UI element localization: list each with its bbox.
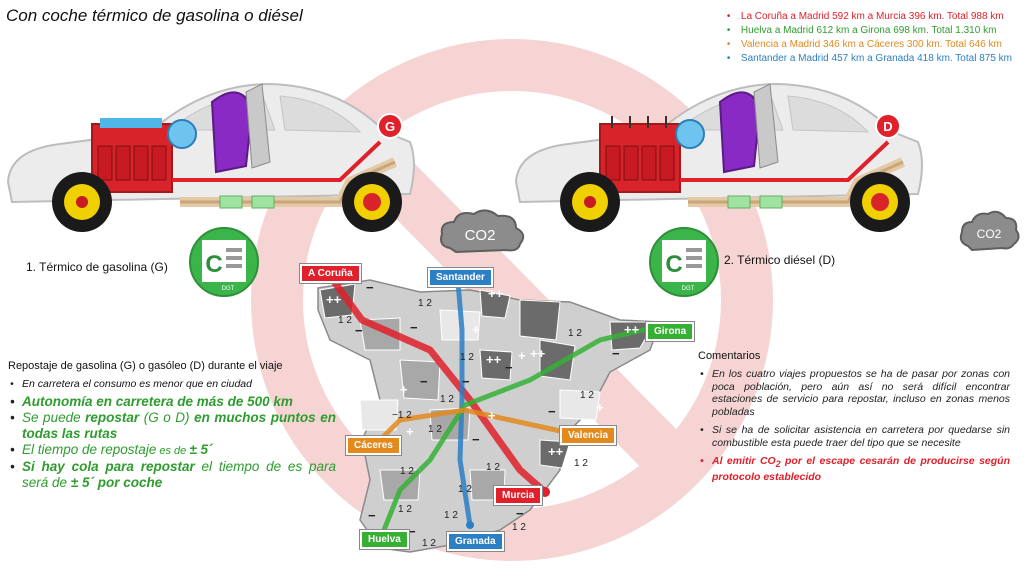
co2-text-diesel: CO2: [977, 227, 1002, 241]
car-diesel-badge: D: [883, 119, 892, 134]
svg-text:−: −: [410, 320, 418, 335]
svg-text:DGT: DGT: [222, 286, 235, 292]
svg-text:+: +: [472, 322, 480, 337]
city-label-granada: Granada: [447, 532, 504, 551]
svg-text:−: −: [472, 432, 480, 447]
svg-text:−: −: [368, 508, 376, 523]
svg-text:++: ++: [486, 352, 502, 367]
route-item-santander: Santander a Madrid 457 km a Granada 418 …: [727, 52, 1012, 66]
comments-heading: Comentarios: [698, 350, 761, 362]
svg-text:C: C: [205, 251, 222, 278]
svg-text:−: −: [516, 506, 524, 521]
svg-text:++: ++: [326, 292, 342, 307]
svg-text:−: −: [505, 360, 513, 375]
svg-text:++: ++: [488, 286, 504, 301]
route-item-coruna: La Coruña a Madrid 592 km a Murcia 396 k…: [727, 10, 1012, 24]
comment-item-stations: En los cuatro viajes propuestos se ha de…: [698, 368, 1010, 418]
svg-text:−: −: [355, 323, 363, 338]
svg-text:−: −: [548, 404, 556, 419]
svg-text:++: ++: [548, 444, 564, 459]
car-diesel-label: 2. Térmico diésel (D): [724, 253, 836, 267]
left-item-autonomy: Autonomía en carretera de más de 500 km: [8, 394, 336, 410]
left-panel-heading: Repostaje de gasolina (G) o gasóleo (D) …: [8, 360, 283, 372]
comments-panel: Comentarios En los cuatro viajes propues…: [698, 350, 1010, 489]
svg-text:1 2: 1 2: [440, 394, 454, 405]
svg-text:C: C: [665, 251, 682, 278]
left-item-queue: Si hay cola para repostar el tiempo de e…: [8, 459, 336, 491]
page-title: Con coche térmico de gasolina o diésel: [6, 6, 303, 25]
svg-text:1 2: 1 2: [458, 484, 472, 495]
city-label-girona: Girona: [646, 322, 695, 341]
left-panel: Repostaje de gasolina (G) o gasóleo (D) …: [8, 360, 336, 491]
dgt-label-diesel: C DGT: [649, 227, 719, 297]
svg-text:1 2: 1 2: [398, 504, 412, 515]
svg-text:1 2: 1 2: [444, 510, 458, 521]
svg-text:−1 2: −1 2: [392, 410, 412, 421]
city-label-caceres: Cáceres: [346, 436, 401, 455]
left-item-refuel-time: El tiempo de repostaje es de ± 5´: [8, 442, 336, 459]
comment-item-co2: Al emitir CO2 por el escape cesarán de p…: [698, 455, 1010, 483]
svg-text:1 2: 1 2: [400, 466, 414, 477]
city-label-murcia: Murcia: [494, 486, 543, 505]
svg-text:1 2: 1 2: [418, 298, 432, 309]
svg-text:1 2: 1 2: [580, 390, 594, 401]
svg-text:1 2: 1 2: [428, 424, 442, 435]
svg-text:1 2: 1 2: [512, 522, 526, 533]
city-label-valencia: Valencia: [560, 426, 617, 445]
svg-text:1 2: 1 2: [338, 315, 352, 326]
car-gasoline-label: 1. Térmico de gasolina (G): [26, 260, 168, 274]
svg-text:1 2: 1 2: [568, 328, 582, 339]
svg-text:1 2: 1 2: [486, 462, 500, 473]
svg-text:+: +: [518, 348, 526, 363]
car-gasoline-badge: G: [385, 119, 395, 134]
city-label-santander: Santander: [428, 268, 493, 287]
svg-text:−: −: [612, 346, 620, 361]
svg-text:+: +: [488, 408, 496, 423]
svg-text:−: −: [408, 524, 416, 539]
car-gasoline-diagram: G: [6, 82, 415, 232]
city-label-huelva: Huelva: [360, 530, 409, 549]
svg-text:1 2: 1 2: [460, 352, 474, 363]
co2-cloud-gasoline: CO2: [440, 209, 525, 254]
svg-text:DGT: DGT: [682, 286, 695, 292]
svg-text:+: +: [400, 382, 408, 397]
svg-text:−: −: [462, 374, 470, 389]
car-diesel-diagram: D: [514, 82, 923, 232]
route-item-huelva: Huelva a Madrid 612 km a Girona 698 km. …: [727, 24, 1012, 38]
svg-text:++: ++: [624, 322, 640, 337]
svg-text:−: −: [420, 374, 428, 389]
svg-text:+: +: [406, 424, 414, 439]
dgt-label-gasoline: C DGT: [189, 227, 259, 297]
svg-text:1 2: 1 2: [422, 538, 436, 549]
co2-cloud-diesel: CO2: [959, 210, 1020, 252]
left-item-consumption: En carretera el consumo es menor que en …: [8, 378, 336, 390]
route-item-valencia: Valencia a Madrid 346 km a Cáceres 300 k…: [727, 38, 1012, 52]
svg-text:++: ++: [530, 346, 546, 361]
city-label-coruna: A Coruña: [300, 264, 361, 283]
left-item-refuel: Se puede repostar (G o D) en muchos punt…: [8, 410, 336, 442]
comment-item-assistance: Si se ha de solicitar asistencia en carr…: [698, 424, 1010, 449]
co2-text-gasoline: CO2: [465, 227, 496, 244]
svg-text:−: −: [366, 280, 374, 295]
svg-text:1 2: 1 2: [574, 458, 588, 469]
svg-text:+: +: [596, 400, 604, 415]
routes-list: La Coruña a Madrid 592 km a Murcia 396 k…: [727, 10, 1012, 66]
